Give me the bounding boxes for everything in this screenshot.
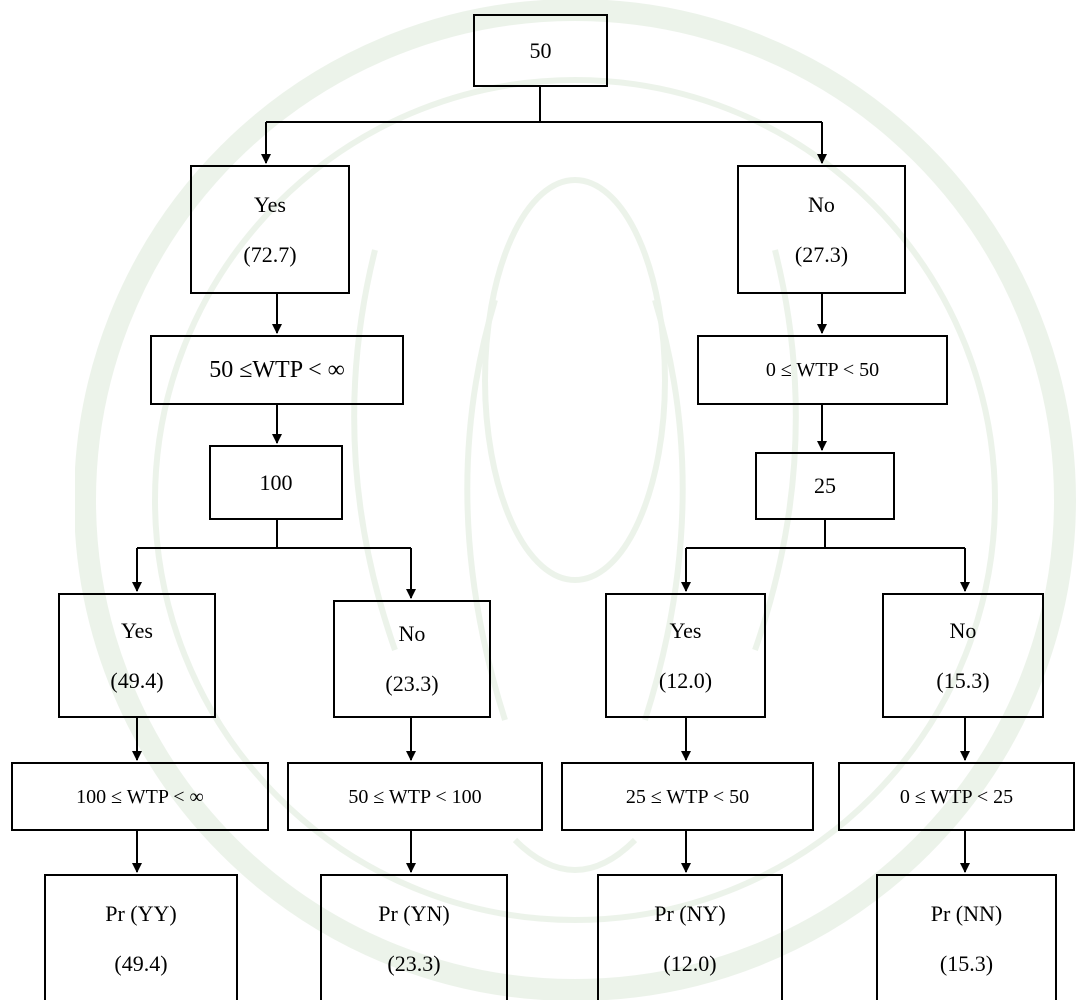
no-no-response-box: No (15.3) — [882, 593, 1044, 718]
no-yes-value: (12.0) — [658, 667, 713, 693]
yes-wtp-range: 50 ≤WTP < ∞ — [209, 357, 345, 383]
pr-nn-value: (15.3) — [939, 951, 994, 976]
pr-ny-label: Pr (NY) — [654, 901, 726, 926]
no-no-wtp-range-box: 0 ≤ WTP < 25 — [838, 762, 1075, 831]
pr-nn-box: Pr (NN) (15.3) — [876, 874, 1057, 1000]
pr-yn-value: (23.3) — [387, 951, 441, 976]
no-wtp-range-box: 0 ≤ WTP < 50 — [697, 335, 948, 405]
pr-nn-label: Pr (NN) — [930, 901, 1003, 926]
no-value: (27.3) — [794, 241, 849, 267]
yes-yes-label: Yes — [120, 617, 153, 643]
yes-wtp-range-box: 50 ≤WTP < ∞ — [150, 335, 404, 405]
no-yes-wtp-range-box: 25 ≤ WTP < 50 — [561, 762, 814, 831]
yes-no-value: (23.3) — [385, 671, 439, 696]
no-response-box: No (27.3) — [737, 165, 906, 294]
yes-yes-value: (49.4) — [110, 667, 164, 693]
higher-bid-label: 100 — [259, 469, 293, 495]
pr-yy-label: Pr (YY) — [105, 901, 177, 926]
pr-ny-box: Pr (NY) (12.0) — [597, 874, 783, 1000]
university-seal-watermark — [75, 0, 1076, 1000]
pr-ny-value: (12.0) — [663, 951, 717, 976]
no-yes-response-box: Yes (12.0) — [605, 593, 766, 718]
pr-yn-label: Pr (YN) — [378, 901, 450, 926]
root-bid-box: 50 — [473, 14, 608, 87]
yes-no-wtp-range: 50 ≤ WTP < 100 — [348, 785, 482, 808]
no-no-label: No — [949, 617, 977, 643]
no-label: No — [808, 191, 835, 217]
root-bid-label: 50 — [529, 37, 552, 63]
no-yes-wtp-range: 25 ≤ WTP < 50 — [625, 785, 750, 808]
no-yes-label: Yes — [669, 617, 702, 643]
no-no-value: (15.3) — [936, 667, 990, 693]
yes-response-box: Yes (72.7) — [190, 165, 350, 294]
yes-label: Yes — [253, 191, 286, 217]
no-wtp-range: 0 ≤ WTP < 50 — [765, 359, 880, 381]
pr-yy-box: Pr (YY) (49.4) — [44, 874, 238, 1000]
lower-bid-label: 25 — [814, 473, 836, 498]
no-no-wtp-range: 0 ≤ WTP < 25 — [899, 785, 1014, 808]
yes-yes-wtp-range-box: 100 ≤ WTP < ∞ — [11, 762, 269, 831]
higher-bid-box: 100 — [209, 445, 343, 520]
yes-yes-response-box: Yes (49.4) — [58, 593, 216, 718]
pr-yy-value: (49.4) — [114, 951, 168, 976]
pr-yn-box: Pr (YN) (23.3) — [320, 874, 508, 1000]
yes-value: (72.7) — [243, 241, 297, 267]
lower-bid-box: 25 — [755, 452, 895, 520]
yes-no-label: No — [398, 621, 426, 646]
yes-yes-wtp-range: 100 ≤ WTP < ∞ — [76, 785, 204, 808]
yes-no-wtp-range-box: 50 ≤ WTP < 100 — [287, 762, 543, 831]
yes-no-response-box: No (23.3) — [333, 600, 491, 718]
